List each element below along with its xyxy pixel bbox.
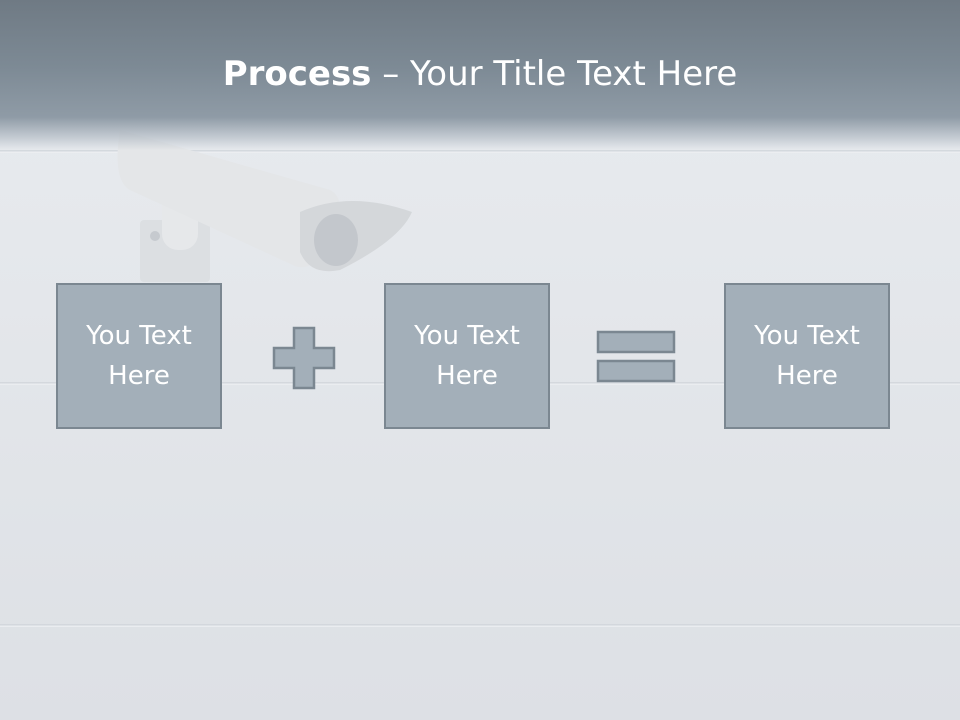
process-box-text: You Text Here <box>414 321 520 391</box>
plus-icon <box>272 326 336 390</box>
equals-icon <box>596 330 676 383</box>
process-box-text: You Text Here <box>86 321 192 391</box>
process-box-3: You Text Here <box>724 283 890 429</box>
title-rest-part: – Your Title Text Here <box>371 54 738 94</box>
process-box-2: You Text Here <box>384 283 550 429</box>
wall-seam <box>0 624 960 627</box>
title-bar <box>0 0 960 150</box>
process-box-text: You Text Here <box>754 321 860 391</box>
security-camera-image <box>117 130 412 282</box>
wall-seam <box>0 150 960 153</box>
process-box-1: You Text Here <box>56 283 222 429</box>
slide-title: Process – Your Title Text Here <box>0 52 960 96</box>
title-bold-part: Process <box>222 54 372 94</box>
